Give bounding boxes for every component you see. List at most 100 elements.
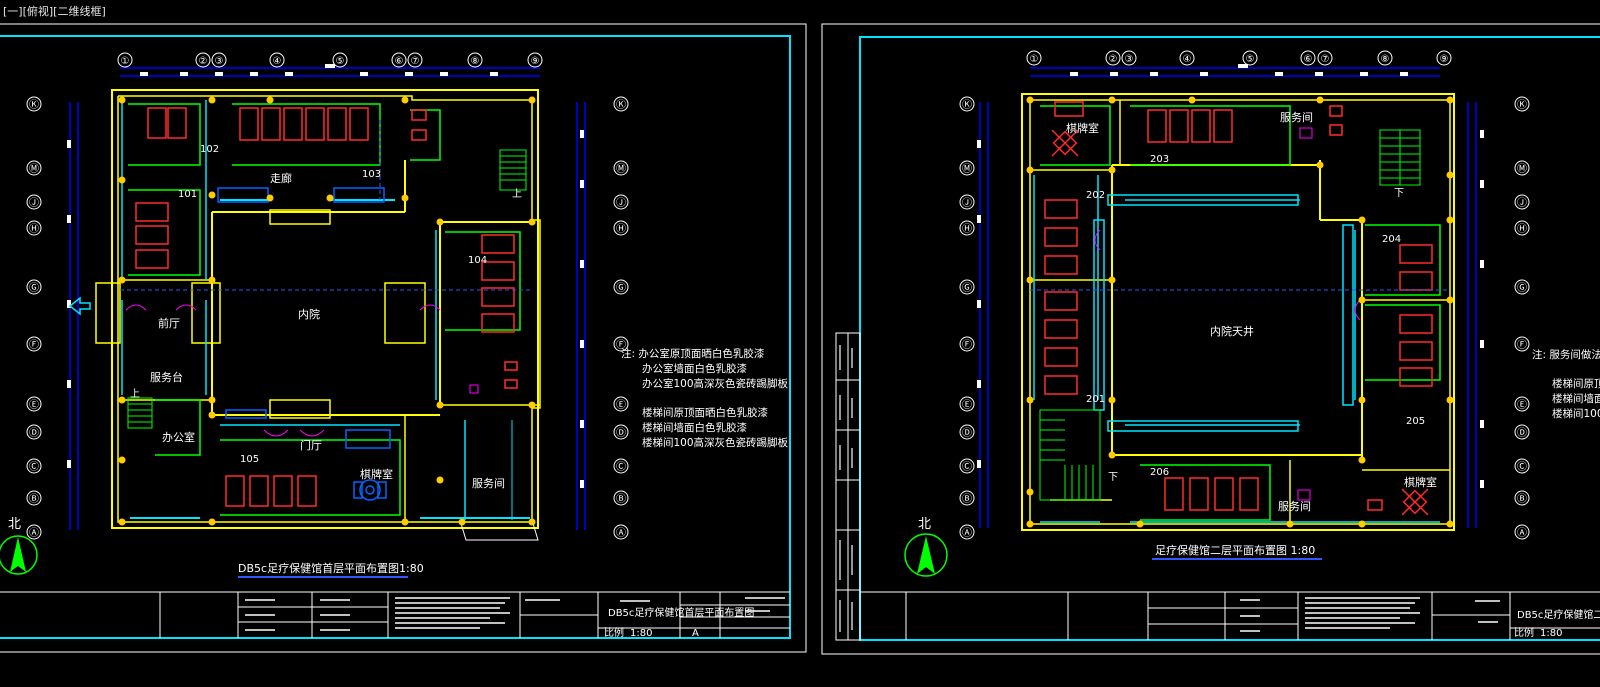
axis-right-2-2-circle [1514,194,1530,210]
axis-left-1-4-circle [26,279,42,295]
north-label-1: 北 [8,517,21,532]
axis-left-2-4-circle [959,279,975,295]
column-markers-1 [118,96,536,526]
room-206: 206 [1150,467,1169,478]
axis-left-1-7-circle [26,424,42,440]
axis-top-2-1: ② [1109,54,1118,65]
axis-right-1-0: Ⓚ [616,99,626,111]
axis-top-1-1-circle [195,52,211,68]
axis-left-2-2: Ⓙ [962,197,972,209]
axis-left-1-8-circle [26,458,42,474]
room-103: 103 [362,169,381,180]
axis-top-1-6-circle [407,52,423,68]
axis-left-2-2-circle [959,194,975,210]
viewport-label[interactable]: [一][俯视][二维线框] [3,5,106,18]
axis-left-2-5-circle [959,336,975,352]
room-chess: 棋牌室 [360,467,393,481]
stair-up-label-2: 上 [130,388,140,400]
axis-right-1-7: Ⓓ [616,427,626,439]
axis-right-2-1: Ⓜ [1517,163,1527,175]
note-2-2: 楼梯间原顶 [1552,378,1600,390]
floor-plan-1 [95,89,541,541]
entrance-arrow-icon [68,296,91,316]
axis-right-2-10: Ⓐ [1517,527,1527,539]
axis-left-1-4: Ⓖ [29,282,39,294]
axis-top-2-5-circle [1300,50,1316,66]
axis-right-2-10-circle [1514,524,1530,540]
room-105: 105 [240,454,259,465]
room-foyer: 门厅 [300,438,322,452]
note-2: 办公室墙面白色乳胶漆 [642,363,747,375]
axis-top-2-4: ⑤ [1246,54,1255,65]
axis-top-1-8: ⑨ [531,56,540,67]
axis-top-2-2-circle [1121,50,1137,66]
room-chess-2: 棋牌室 [1404,475,1437,489]
axis-top-1-0-circle [117,52,133,68]
stair-down-label: 下 [1394,188,1404,199]
axis-left-2-10-circle [959,524,975,540]
note-1: 注: 办公室原顶面晒白色乳胶漆 [621,348,765,360]
note-6: 楼梯间100高深灰色瓷砖踢脚板 [642,437,789,449]
tb1-scale: 1:80 [630,628,652,639]
axis-top-1-2: ③ [215,56,224,67]
axis-left-2-7-circle [959,424,975,440]
axis-top-1-7-circle [467,52,483,68]
mahjong-table-icon [1051,129,1429,516]
axis-right-2-3-circle [1514,220,1530,236]
axis-left-2-1: Ⓜ [962,163,972,175]
axis-left-1-8: Ⓒ [29,461,39,473]
axis-left-1-7: Ⓓ [29,427,39,439]
axis-left-2-3-circle [959,220,975,236]
axis-top-2-7-circle [1377,50,1393,66]
axis-left-1-2-circle [26,194,42,210]
axis-right-1-1-circle [613,160,629,176]
sheet-2: DB5c足疗保健馆二层平面布 比例 1:80 [821,23,1600,655]
axis-right-2-1-circle [1514,160,1530,176]
note-2-3: 楼梯间墙面 [1552,393,1600,405]
room-corridor: 走廊 [270,171,292,185]
axis-top-2-5: ⑥ [1304,54,1313,65]
axis-right-1-0-circle [613,96,629,112]
axis-right-1-7-circle [613,424,629,440]
axis-left-1-1: Ⓜ [29,163,39,175]
north-arrow-2: 北 [904,517,948,577]
axis-right-1-10: Ⓐ [616,527,626,539]
stair-down-label-2: 下 [1108,472,1118,483]
axis-left-1-5: Ⓕ [29,339,39,351]
axis-top-2-8-circle [1436,50,1452,66]
axis-right-2-7-circle [1514,424,1530,440]
axis-right-1-6-circle [613,396,629,412]
axis-right-1-9-circle [613,490,629,506]
axis-top-1-3: ④ [273,56,282,67]
drawing-title-2: 足疗保健馆二层平面布置图 1:80 [1155,543,1315,557]
axis-top-2-0-circle [1026,50,1042,66]
stair-up-label: 上 [512,188,522,200]
axis-left-1-6: Ⓔ [29,399,39,411]
axis-left-1-10-circle [26,524,42,540]
axis-right-2-0: Ⓚ [1517,99,1527,111]
axis-right-2-6-circle [1514,396,1530,412]
axis-right-1-10-circle [613,524,629,540]
north-arrow-1: 北 [0,517,38,575]
axis-right-2-8-circle [1514,458,1530,474]
axis-right-1-2: Ⓙ [616,197,626,209]
room-101: 101 [178,189,197,200]
axis-top-2-3: ④ [1183,54,1192,65]
room-203: 203 [1150,154,1169,165]
axis-left-1-9: Ⓑ [29,493,39,505]
axis-right-1-4: Ⓖ [616,282,626,294]
axis-right-1-5: Ⓕ [616,339,626,351]
note-3: 办公室100高深灰色瓷砖踢脚板 [642,378,789,390]
axis-right-2-0-circle [1514,96,1530,112]
axis-top-2-7: ⑧ [1381,54,1390,65]
axis-right-2-9-circle [1514,490,1530,506]
axis-right-2-2: Ⓙ [1517,197,1527,209]
axis-left-2-5: Ⓕ [962,339,972,351]
axis-right-2-3: Ⓗ [1517,223,1527,235]
axis-left-1-0-circle [26,96,42,112]
axis-left-1-6-circle [26,396,42,412]
